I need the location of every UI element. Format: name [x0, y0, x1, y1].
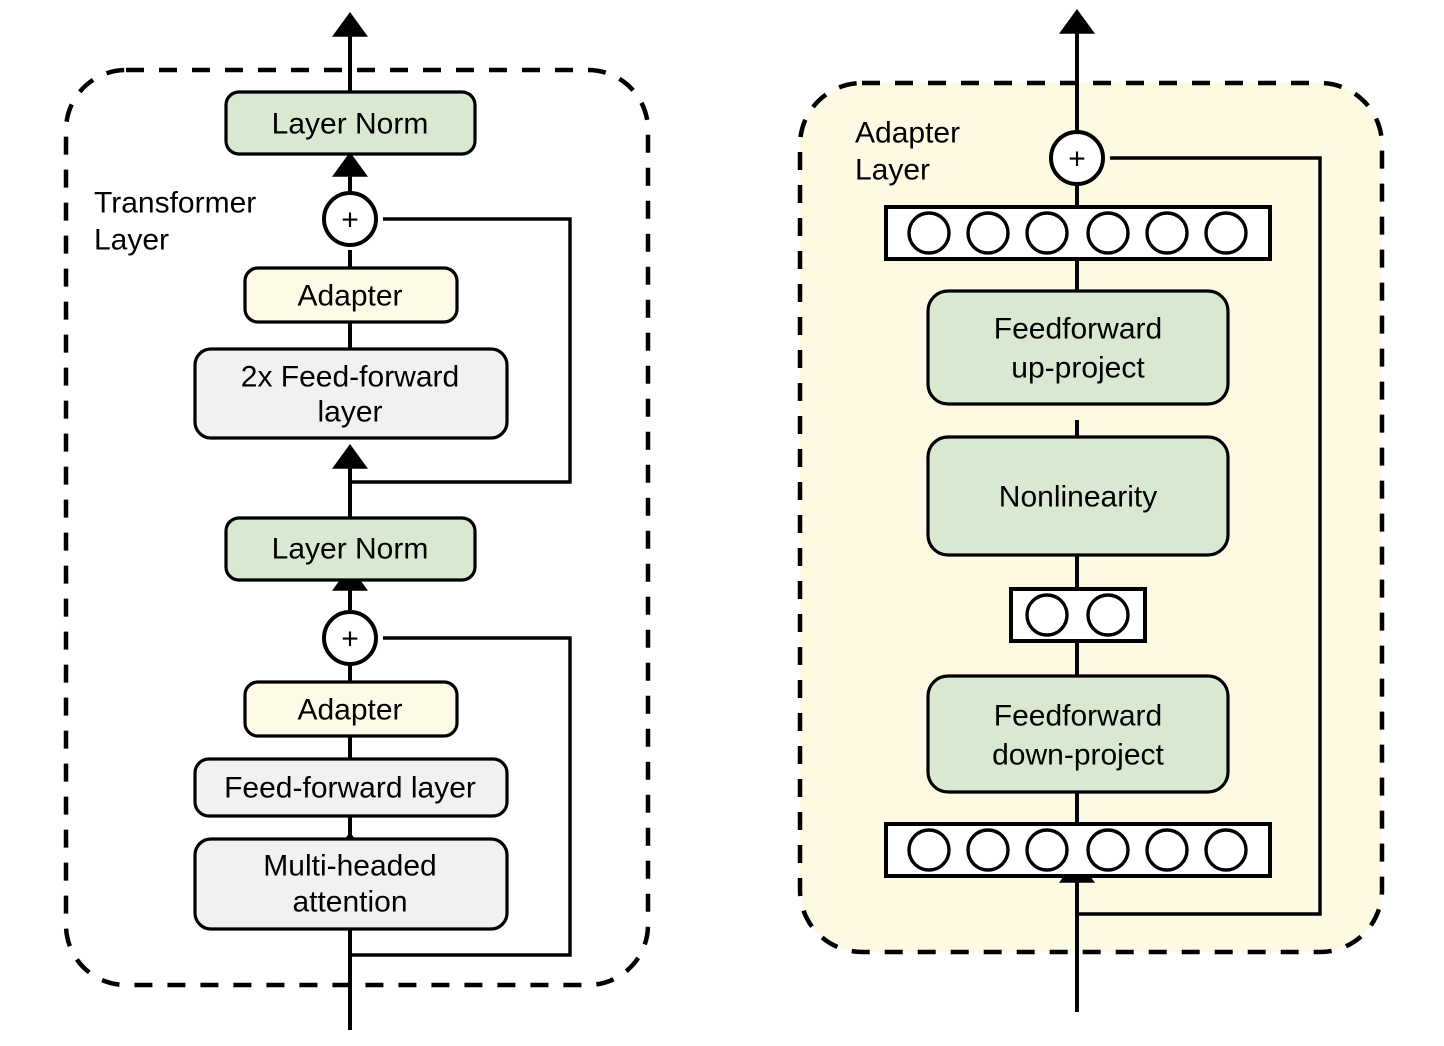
- neuron: [966, 211, 1010, 255]
- transformer-layer-label-line1: Transformer: [94, 187, 256, 220]
- adapter-layer-label-line2: Layer: [855, 154, 930, 187]
- block-layer-norm-top[interactable]: [224, 90, 477, 156]
- transformer-layer-label-line2: Layer: [94, 224, 169, 257]
- neuron-row-input: [884, 822, 1272, 878]
- adder-top-glyph: +: [341, 204, 359, 237]
- block-feedforward-2x-label-line2: layer: [317, 396, 382, 429]
- block-feedforward-down-project-label-line1: Feedforward: [994, 700, 1162, 733]
- block-layer-norm-mid[interactable]: [224, 516, 477, 582]
- residual-connection-top: [350, 217, 572, 484]
- adder-adapter[interactable]: [1049, 130, 1105, 186]
- block-feedforward-2x[interactable]: [193, 347, 509, 440]
- adder-adapter-glyph: +: [1068, 143, 1086, 176]
- block-multiheaded-attention-label-line2: attention: [292, 886, 407, 919]
- block-layer-norm-top-label: Layer Norm: [272, 108, 429, 141]
- block-multiheaded-attention[interactable]: [193, 837, 509, 931]
- neuron: [1025, 211, 1069, 255]
- block-adapter-bottom-label: Adapter: [297, 694, 402, 727]
- block-adapter-top-label: Adapter: [297, 280, 402, 313]
- neuron-row-bottleneck: [1009, 587, 1147, 643]
- block-feedforward-2x-label-line1: 2x Feed-forward: [241, 361, 459, 394]
- neuron: [1086, 828, 1130, 872]
- transformer-layer-dashed-container: [63, 67, 651, 988]
- neuron: [1145, 211, 1189, 255]
- block-feedforward-up-project-label-line2: up-project: [1011, 352, 1145, 385]
- block-feedforward-down-project[interactable]: [926, 674, 1230, 794]
- block-multiheaded-attention-label-line1: Multi-headed: [263, 850, 436, 883]
- neuron: [1025, 593, 1069, 637]
- block-adapter-bottom[interactable]: [243, 680, 459, 738]
- neuron: [1145, 828, 1189, 872]
- adder-top[interactable]: [322, 191, 378, 247]
- adapter-layer-label-line1: Adapter: [855, 117, 960, 150]
- block-nonlinearity[interactable]: [926, 435, 1230, 557]
- neuron: [1086, 211, 1130, 255]
- block-feedforward-up-project[interactable]: [926, 289, 1230, 406]
- adder-bottom[interactable]: [322, 610, 378, 666]
- block-layer-norm-mid-label: Layer Norm: [272, 533, 429, 566]
- neuron: [1086, 593, 1130, 637]
- block-adapter-top[interactable]: [243, 266, 459, 324]
- neuron-row-output: [884, 205, 1272, 261]
- adapter-layer-panel: Adapter Layer Feedforward up-project Non…: [797, 9, 1385, 1012]
- block-feedforward-layer-label: Feed-forward layer: [224, 772, 476, 805]
- block-nonlinearity-label: Nonlinearity: [999, 481, 1157, 514]
- block-feedforward-layer[interactable]: [193, 757, 509, 818]
- neuron: [907, 211, 951, 255]
- neuron: [1025, 828, 1069, 872]
- adder-bottom-glyph: +: [341, 623, 359, 656]
- residual-connection-bottom: [350, 636, 572, 957]
- residual-connection-adapter: [1077, 156, 1322, 916]
- neuron: [966, 828, 1010, 872]
- transformer-layer-panel: Transformer Layer Layer Norm Adapter 2x: [63, 12, 651, 1030]
- neuron: [1204, 828, 1248, 872]
- neuron: [907, 828, 951, 872]
- block-feedforward-up-project-label-line1: Feedforward: [994, 313, 1162, 346]
- neuron: [1204, 211, 1248, 255]
- block-feedforward-down-project-label-line2: down-project: [992, 739, 1164, 772]
